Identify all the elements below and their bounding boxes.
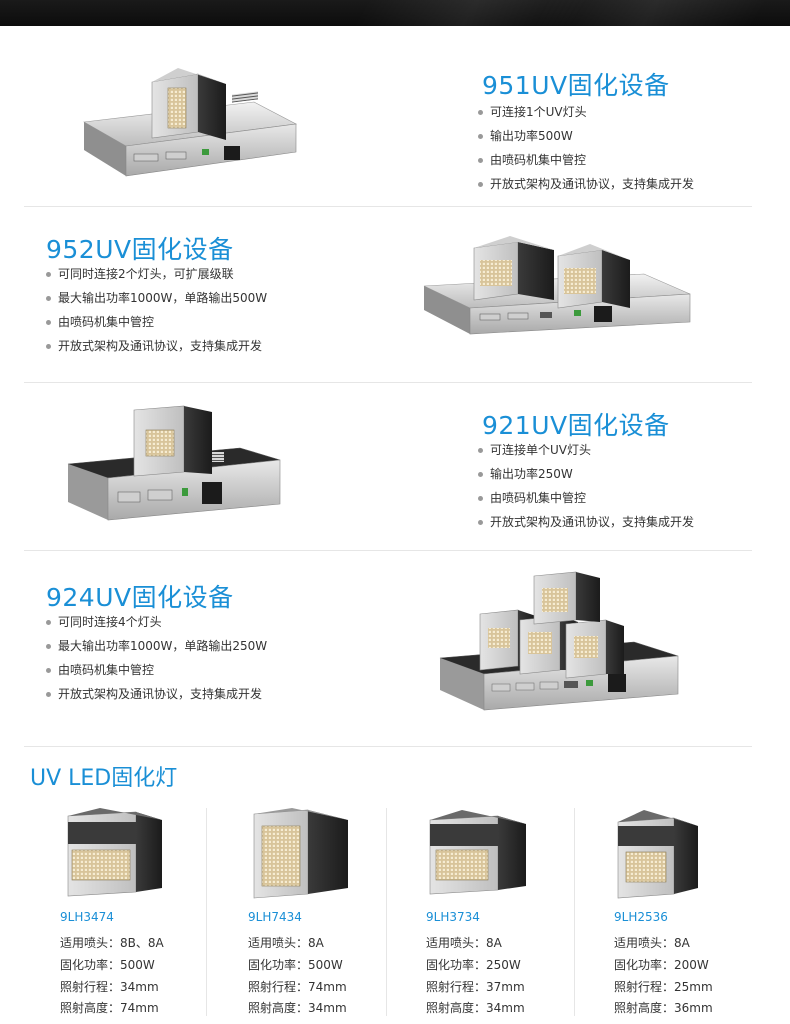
feature-item: 输出功率500W <box>478 124 694 148</box>
feature-item: 输出功率250W <box>478 462 694 486</box>
card-separator <box>574 808 575 1016</box>
lamp-spec: 照射高度：36mm <box>614 1001 713 1015</box>
product-title: 951UV固化设备 <box>482 71 670 100</box>
lamp-card: 9LH7434 适用喷头：8A 固化功率：500W 照射行程：74mm 照射高度… <box>248 808 408 1018</box>
feature-item: 可连接单个UV灯头 <box>478 438 694 462</box>
feature-list: 可同时连接4个灯头 最大输出功率1000W，单路输出250W 由喷码机集中管控 … <box>46 610 267 706</box>
lamp-spec: 照射行程：34mm <box>60 980 159 994</box>
feature-item: 可同时连接2个灯头，可扩展级联 <box>46 262 267 286</box>
lamp-spec: 适用喷头：8A <box>426 936 502 950</box>
lamp-spec: 照射高度：34mm <box>248 1001 347 1015</box>
feature-item: 开放式架构及通讯协议，支持集成开发 <box>46 682 267 706</box>
led-section-title: UV LED固化灯 <box>30 766 178 791</box>
feature-list: 可连接单个UV灯头 输出功率250W 由喷码机集中管控 开放式架构及通讯协议，支… <box>478 438 694 534</box>
section-divider <box>24 382 752 383</box>
lamp-model: 9LH7434 <box>248 910 302 924</box>
lamp-spec: 照射高度：74mm <box>60 1001 159 1015</box>
feature-item: 开放式架构及通讯协议，支持集成开发 <box>478 510 694 534</box>
lamp-spec: 固化功率：250W <box>426 958 521 972</box>
feature-list: 可同时连接2个灯头，可扩展级联 最大输出功率1000W，单路输出500W 由喷码… <box>46 262 267 358</box>
feature-item: 可连接1个UV灯头 <box>478 100 694 124</box>
lamp-9LH2536-image <box>617 810 698 899</box>
lamp-9LH3474-image <box>67 808 162 897</box>
section-divider <box>24 550 752 551</box>
product-title: 952UV固化设备 <box>46 235 234 264</box>
lamp-spec: 适用喷头：8A <box>248 936 324 950</box>
lamp-card: 9LH2536 适用喷头：8A 固化功率：200W 照射行程：25mm 照射高度… <box>614 808 774 1018</box>
feature-item: 由喷码机集中管控 <box>46 310 267 334</box>
banner-stripe <box>532 0 768 26</box>
feature-item: 由喷码机集中管控 <box>478 486 694 510</box>
card-separator <box>386 808 387 1016</box>
device-924-image <box>439 571 679 711</box>
feature-list: 可连接1个UV灯头 输出功率500W 由喷码机集中管控 开放式架构及通讯协议，支… <box>478 100 694 196</box>
product-title: 921UV固化设备 <box>482 411 670 440</box>
lamp-card: 9LH3734 适用喷头：8A 固化功率：250W 照射行程：37mm 照射高度… <box>426 808 586 1018</box>
lamp-spec: 固化功率：500W <box>248 958 343 972</box>
card-separator <box>206 808 207 1016</box>
device-952-image <box>423 236 691 335</box>
lamp-spec: 固化功率：200W <box>614 958 709 972</box>
section-divider <box>24 746 752 747</box>
lamp-spec: 适用喷头：8B、8A <box>60 936 164 950</box>
feature-item: 可同时连接4个灯头 <box>46 610 267 634</box>
device-921-image <box>67 405 281 521</box>
lamp-model: 9LH3734 <box>426 910 480 924</box>
feature-item: 由喷码机集中管控 <box>46 658 267 682</box>
lamp-spec: 照射高度：34mm <box>426 1001 525 1015</box>
lamp-9LH3734-image <box>429 810 526 895</box>
lamp-spec: 照射行程：25mm <box>614 980 713 994</box>
top-banner-bar <box>0 0 790 26</box>
lamp-model: 9LH2536 <box>614 910 668 924</box>
lamp-spec: 固化功率：500W <box>60 958 155 972</box>
feature-item: 由喷码机集中管控 <box>478 148 694 172</box>
feature-item: 最大输出功率1000W，单路输出500W <box>46 286 267 310</box>
lamp-spec: 照射行程：74mm <box>248 980 347 994</box>
product-title: 924UV固化设备 <box>46 583 234 612</box>
feature-item: 开放式架构及通讯协议，支持集成开发 <box>46 334 267 358</box>
section-divider <box>24 206 752 207</box>
lamp-spec: 适用喷头：8A <box>614 936 690 950</box>
lamp-9LH7434-image <box>253 808 348 899</box>
device-951-image <box>83 68 297 177</box>
lamp-card: 9LH3474 适用喷头：8B、8A 固化功率：500W 照射行程：34mm 照… <box>60 808 220 1018</box>
feature-item: 最大输出功率1000W，单路输出250W <box>46 634 267 658</box>
feature-item: 开放式架构及通讯协议，支持集成开发 <box>478 172 694 196</box>
lamp-model: 9LH3474 <box>60 910 114 924</box>
lamp-spec: 照射行程：37mm <box>426 980 525 994</box>
